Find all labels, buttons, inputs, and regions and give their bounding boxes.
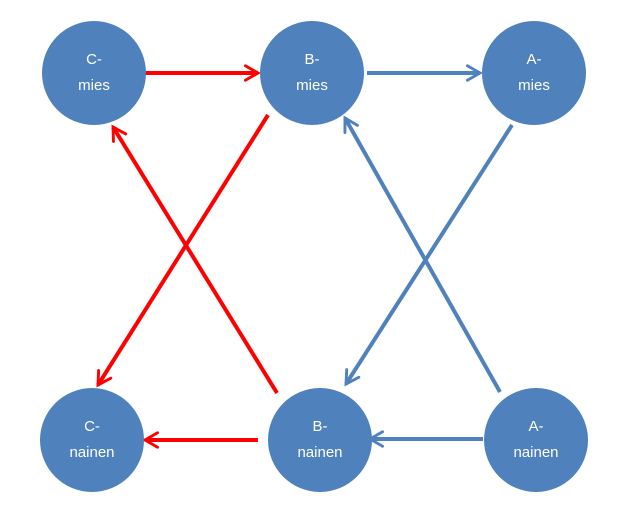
- node-label-line2: mies: [78, 77, 110, 94]
- node-label-line2: nainen: [69, 444, 114, 461]
- node-c-mies: C- mies: [42, 21, 146, 125]
- arrow-b-mies-to-c-nainen: [96, 113, 270, 388]
- node-a-mies: A- mies: [482, 21, 586, 125]
- node-label-line2: mies: [518, 77, 550, 94]
- node-c-nainen: C- nainen: [40, 388, 144, 492]
- node-label-line2: mies: [296, 77, 328, 94]
- node-a-nainen: A- nainen: [484, 388, 588, 492]
- node-label-line2: nainen: [513, 444, 558, 461]
- node-b-nainen: B- nainen: [268, 388, 372, 492]
- node-label-line2: nainen: [297, 444, 342, 461]
- arrow-a-nainen-to-b-mies: [343, 115, 502, 393]
- node-label-line1: B-: [313, 418, 328, 435]
- arrow-b-nainen-to-c-mies: [111, 124, 279, 395]
- node-label-line1: A-: [529, 418, 544, 435]
- node-label-line1: C-: [84, 418, 100, 435]
- node-label-line1: C-: [86, 51, 102, 68]
- node-label-line1: A-: [527, 51, 542, 68]
- node-label-line1: B-: [305, 51, 320, 68]
- arrow-a-mies-to-b-nainen: [344, 123, 514, 387]
- node-b-mies: B- mies: [260, 21, 364, 125]
